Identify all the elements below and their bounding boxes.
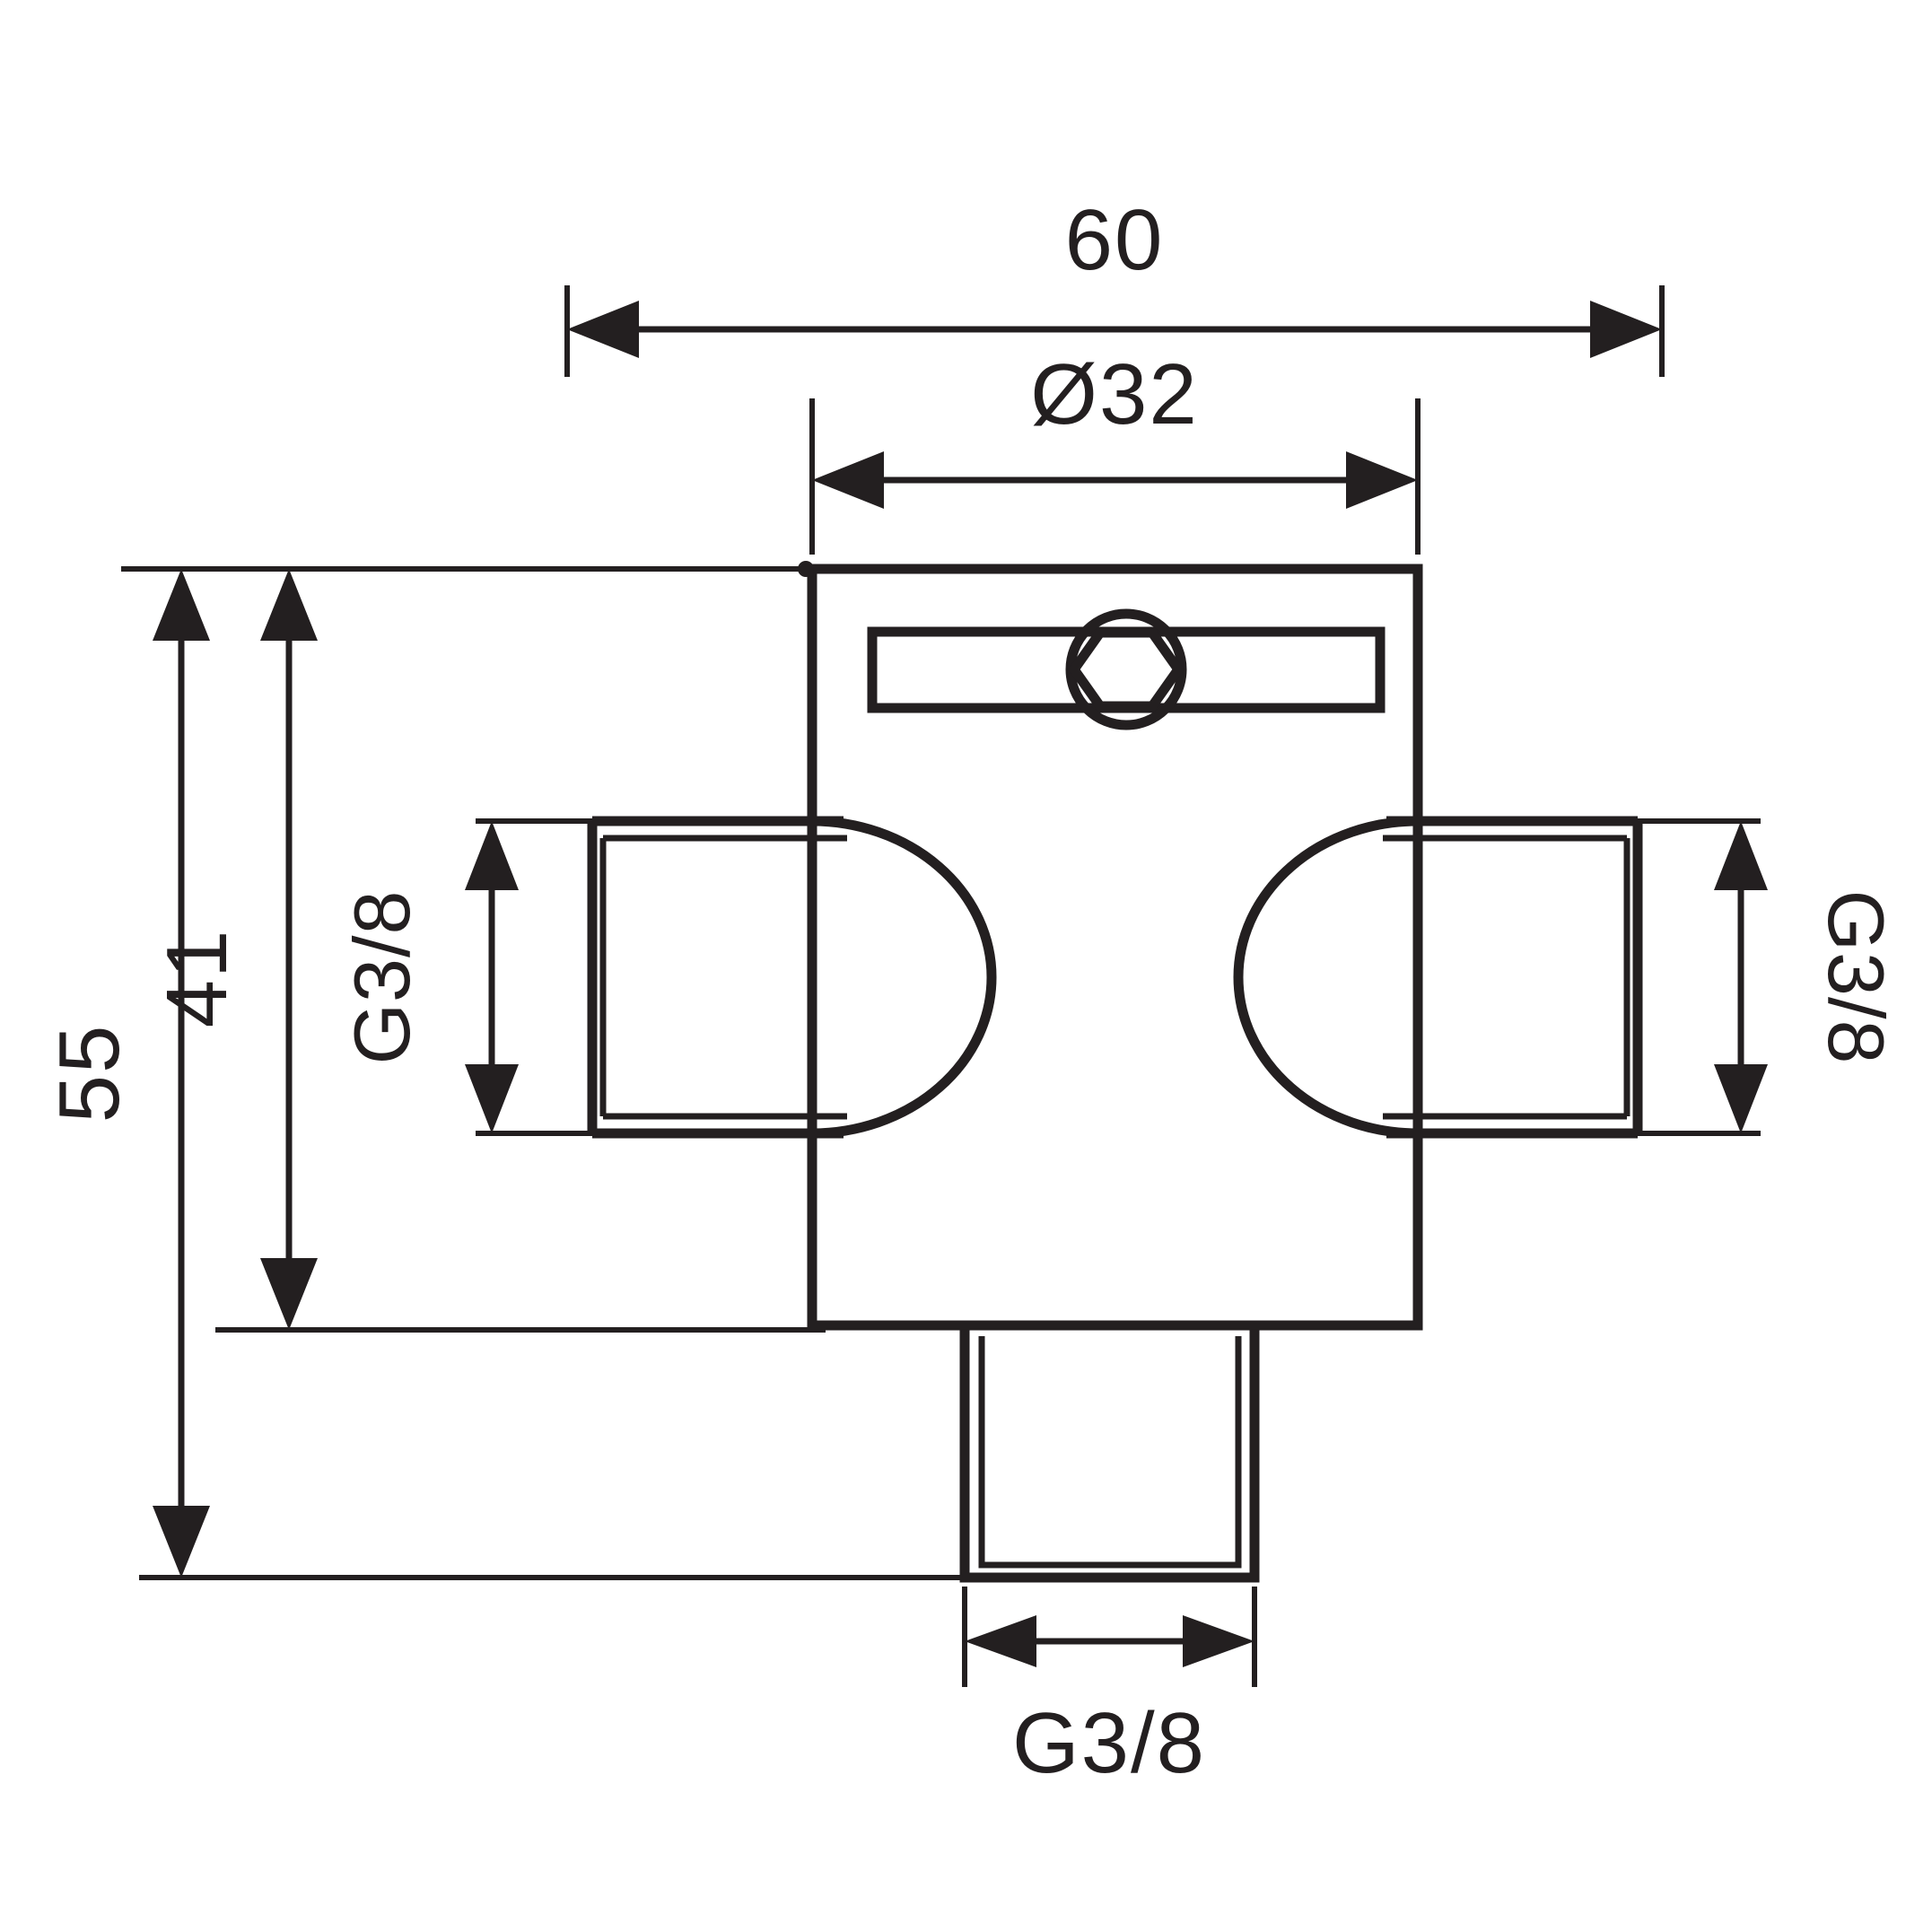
left-threaded-port-outline xyxy=(587,816,844,1139)
arrowhead-left-g38-bottom xyxy=(465,1064,519,1133)
right-port-inner-arc xyxy=(1233,816,1419,1139)
valve-body-rectangle xyxy=(807,564,1423,1331)
part-geometry xyxy=(587,561,1643,1583)
right-threaded-port-outline xyxy=(1386,816,1643,1139)
hexagonal-socket xyxy=(1068,627,1185,712)
arrowhead-60-left xyxy=(567,301,639,358)
dim-label-41: 41 xyxy=(149,929,245,1028)
dimension-overall-width-60: 60 xyxy=(564,192,1665,377)
dim-label-55: 55 xyxy=(41,1024,137,1123)
dim-label-bottom-g38: G3/8 xyxy=(1012,1695,1206,1791)
horizontal-adjuster-slot xyxy=(867,626,1386,713)
arrowhead-bottom-g38-right xyxy=(1183,1615,1254,1667)
dimension-overall-height-55: 55 xyxy=(41,566,965,1580)
arrowhead-60-right xyxy=(1590,301,1662,358)
right-port-thread-line xyxy=(1383,835,1630,1120)
arrowhead-55-bottom xyxy=(153,1506,210,1578)
left-port-thread-line xyxy=(599,835,847,1120)
arrowhead-right-g38-bottom xyxy=(1714,1064,1768,1133)
dimension-bottom-port-thread-g38: G3/8 xyxy=(962,1587,1257,1791)
arrowhead-55-top xyxy=(153,569,210,641)
dim-label-right-g38: G3/8 xyxy=(1812,890,1901,1065)
arrowhead-41-bottom xyxy=(260,1258,318,1330)
dim-label-60: 60 xyxy=(1065,192,1165,288)
arrowhead-bottom-g38-left xyxy=(965,1615,1036,1667)
bottom-outlet-thread-line xyxy=(978,1336,1242,1569)
arrowhead-d32-left xyxy=(812,451,884,509)
dim-label-d32: Ø32 xyxy=(1030,346,1198,442)
arrowhead-41-top xyxy=(260,569,318,641)
dimension-left-port-thread-g38: G3/8 xyxy=(337,818,619,1136)
arrowhead-left-g38-top xyxy=(465,821,519,890)
dimension-right-port-thread-g38: G3/8 xyxy=(1615,818,1901,1136)
bottom-threaded-outlet-outline xyxy=(959,1325,1260,1583)
left-port-inner-arc xyxy=(811,816,997,1139)
dimension-body-height-41: 41 xyxy=(149,569,826,1333)
dimension-body-diameter-32: Ø32 xyxy=(809,346,1421,555)
dim-label-left-g38: G3/8 xyxy=(337,890,426,1065)
arrowhead-d32-right xyxy=(1346,451,1418,509)
arrowhead-right-g38-top xyxy=(1714,821,1768,890)
